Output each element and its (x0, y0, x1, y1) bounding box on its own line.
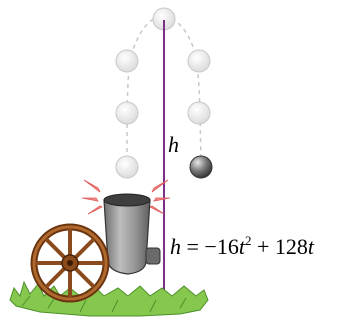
cannon-wheel-icon (34, 227, 106, 299)
equation-label: h = −16t2 + 128t (170, 233, 315, 259)
ghost-ball-icon (116, 156, 138, 178)
equation-equals: = −16 (181, 234, 239, 259)
ghost-ball-icon (188, 102, 210, 124)
ghost-ball-icon (116, 102, 138, 124)
ghost-ball-icon (116, 50, 138, 72)
equation-var2: t (308, 234, 315, 259)
equation-lhs: h (170, 234, 181, 259)
ghost-ball-icon (188, 50, 210, 72)
equation-plus: + 128 (251, 234, 307, 259)
height-label: h (168, 132, 179, 157)
current-ball-icon (190, 156, 212, 178)
